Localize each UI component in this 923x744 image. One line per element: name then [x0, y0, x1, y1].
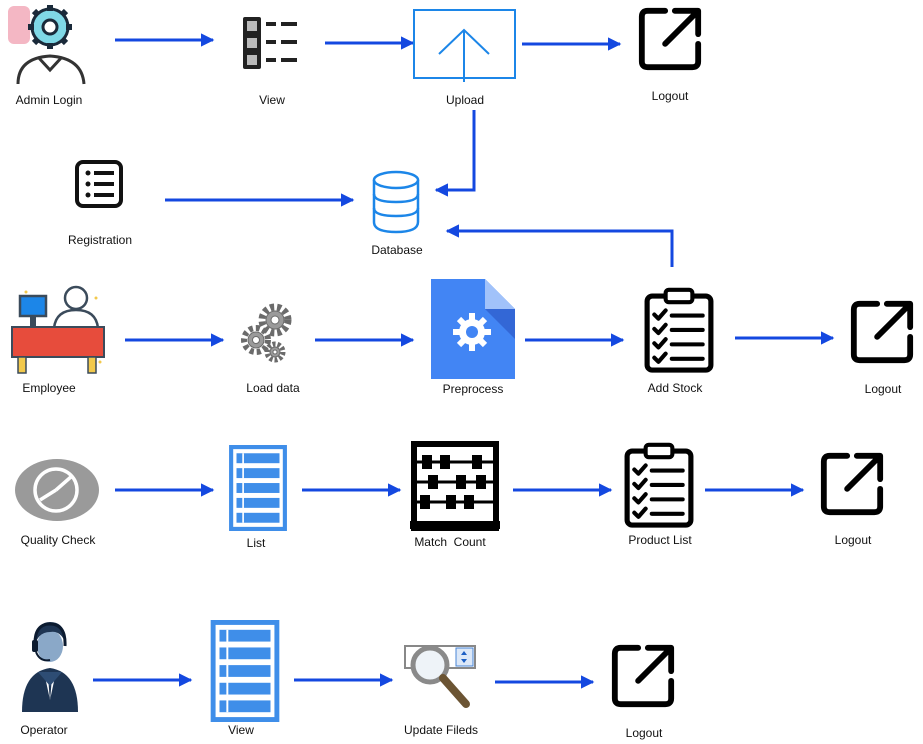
clipboard-checklist-icon [627, 445, 691, 525]
logout-icon [854, 304, 910, 360]
upload-icon [413, 9, 516, 82]
arrow-upload-to-database [434, 110, 476, 197]
database-icon [372, 170, 420, 234]
admin-gear-user-icon [8, 5, 86, 85]
logout-icon [642, 11, 698, 67]
pie-chart-icon [15, 459, 99, 521]
list-view-icon [243, 17, 297, 69]
node-label-add-stock: Add Stock [647, 381, 703, 395]
employee-desk-icon [11, 285, 105, 374]
node-label-update-fields: Update Fileds [403, 723, 479, 737]
operator-headset-icon [22, 622, 78, 712]
registration-form-icon [75, 160, 123, 208]
node-label-logout: Logout [864, 382, 902, 396]
node-label-quality-check: Quality Check [20, 533, 96, 547]
clipboard-checklist-icon [647, 290, 711, 370]
logout-icon [615, 648, 671, 704]
gear-document-icon [431, 279, 515, 379]
node-label-database: Database [371, 243, 423, 257]
node-label-logout: Logout [625, 726, 663, 740]
magnifier-field-icon [404, 645, 476, 708]
node-label-product-list: Product List [628, 533, 692, 547]
node-label-admin-login: Admin Login [15, 93, 83, 107]
node-label-logout: Logout [834, 533, 872, 547]
node-label-employee: Employee [22, 381, 76, 395]
node-label-registration: Registration [67, 233, 133, 247]
abacus-icon [410, 441, 500, 531]
node-label-list: List [246, 536, 266, 550]
node-label-view: View [228, 723, 254, 737]
arrow-addstock-to-database [445, 224, 674, 267]
node-label-operator: Operator [20, 723, 68, 737]
node-label-upload: Upload [445, 93, 485, 107]
gears-icon [241, 303, 292, 363]
node-label-load-data: Load data [246, 381, 300, 395]
arrows [93, 33, 835, 689]
node-label-preprocess: Preprocess [442, 382, 504, 396]
logout-icon [824, 456, 880, 512]
node-label-match-count: Match Count [414, 535, 486, 549]
list-icon [229, 445, 287, 531]
list-icon [210, 620, 280, 722]
node-label-logout: Logout [651, 89, 689, 103]
node-label-view: View [259, 93, 285, 107]
